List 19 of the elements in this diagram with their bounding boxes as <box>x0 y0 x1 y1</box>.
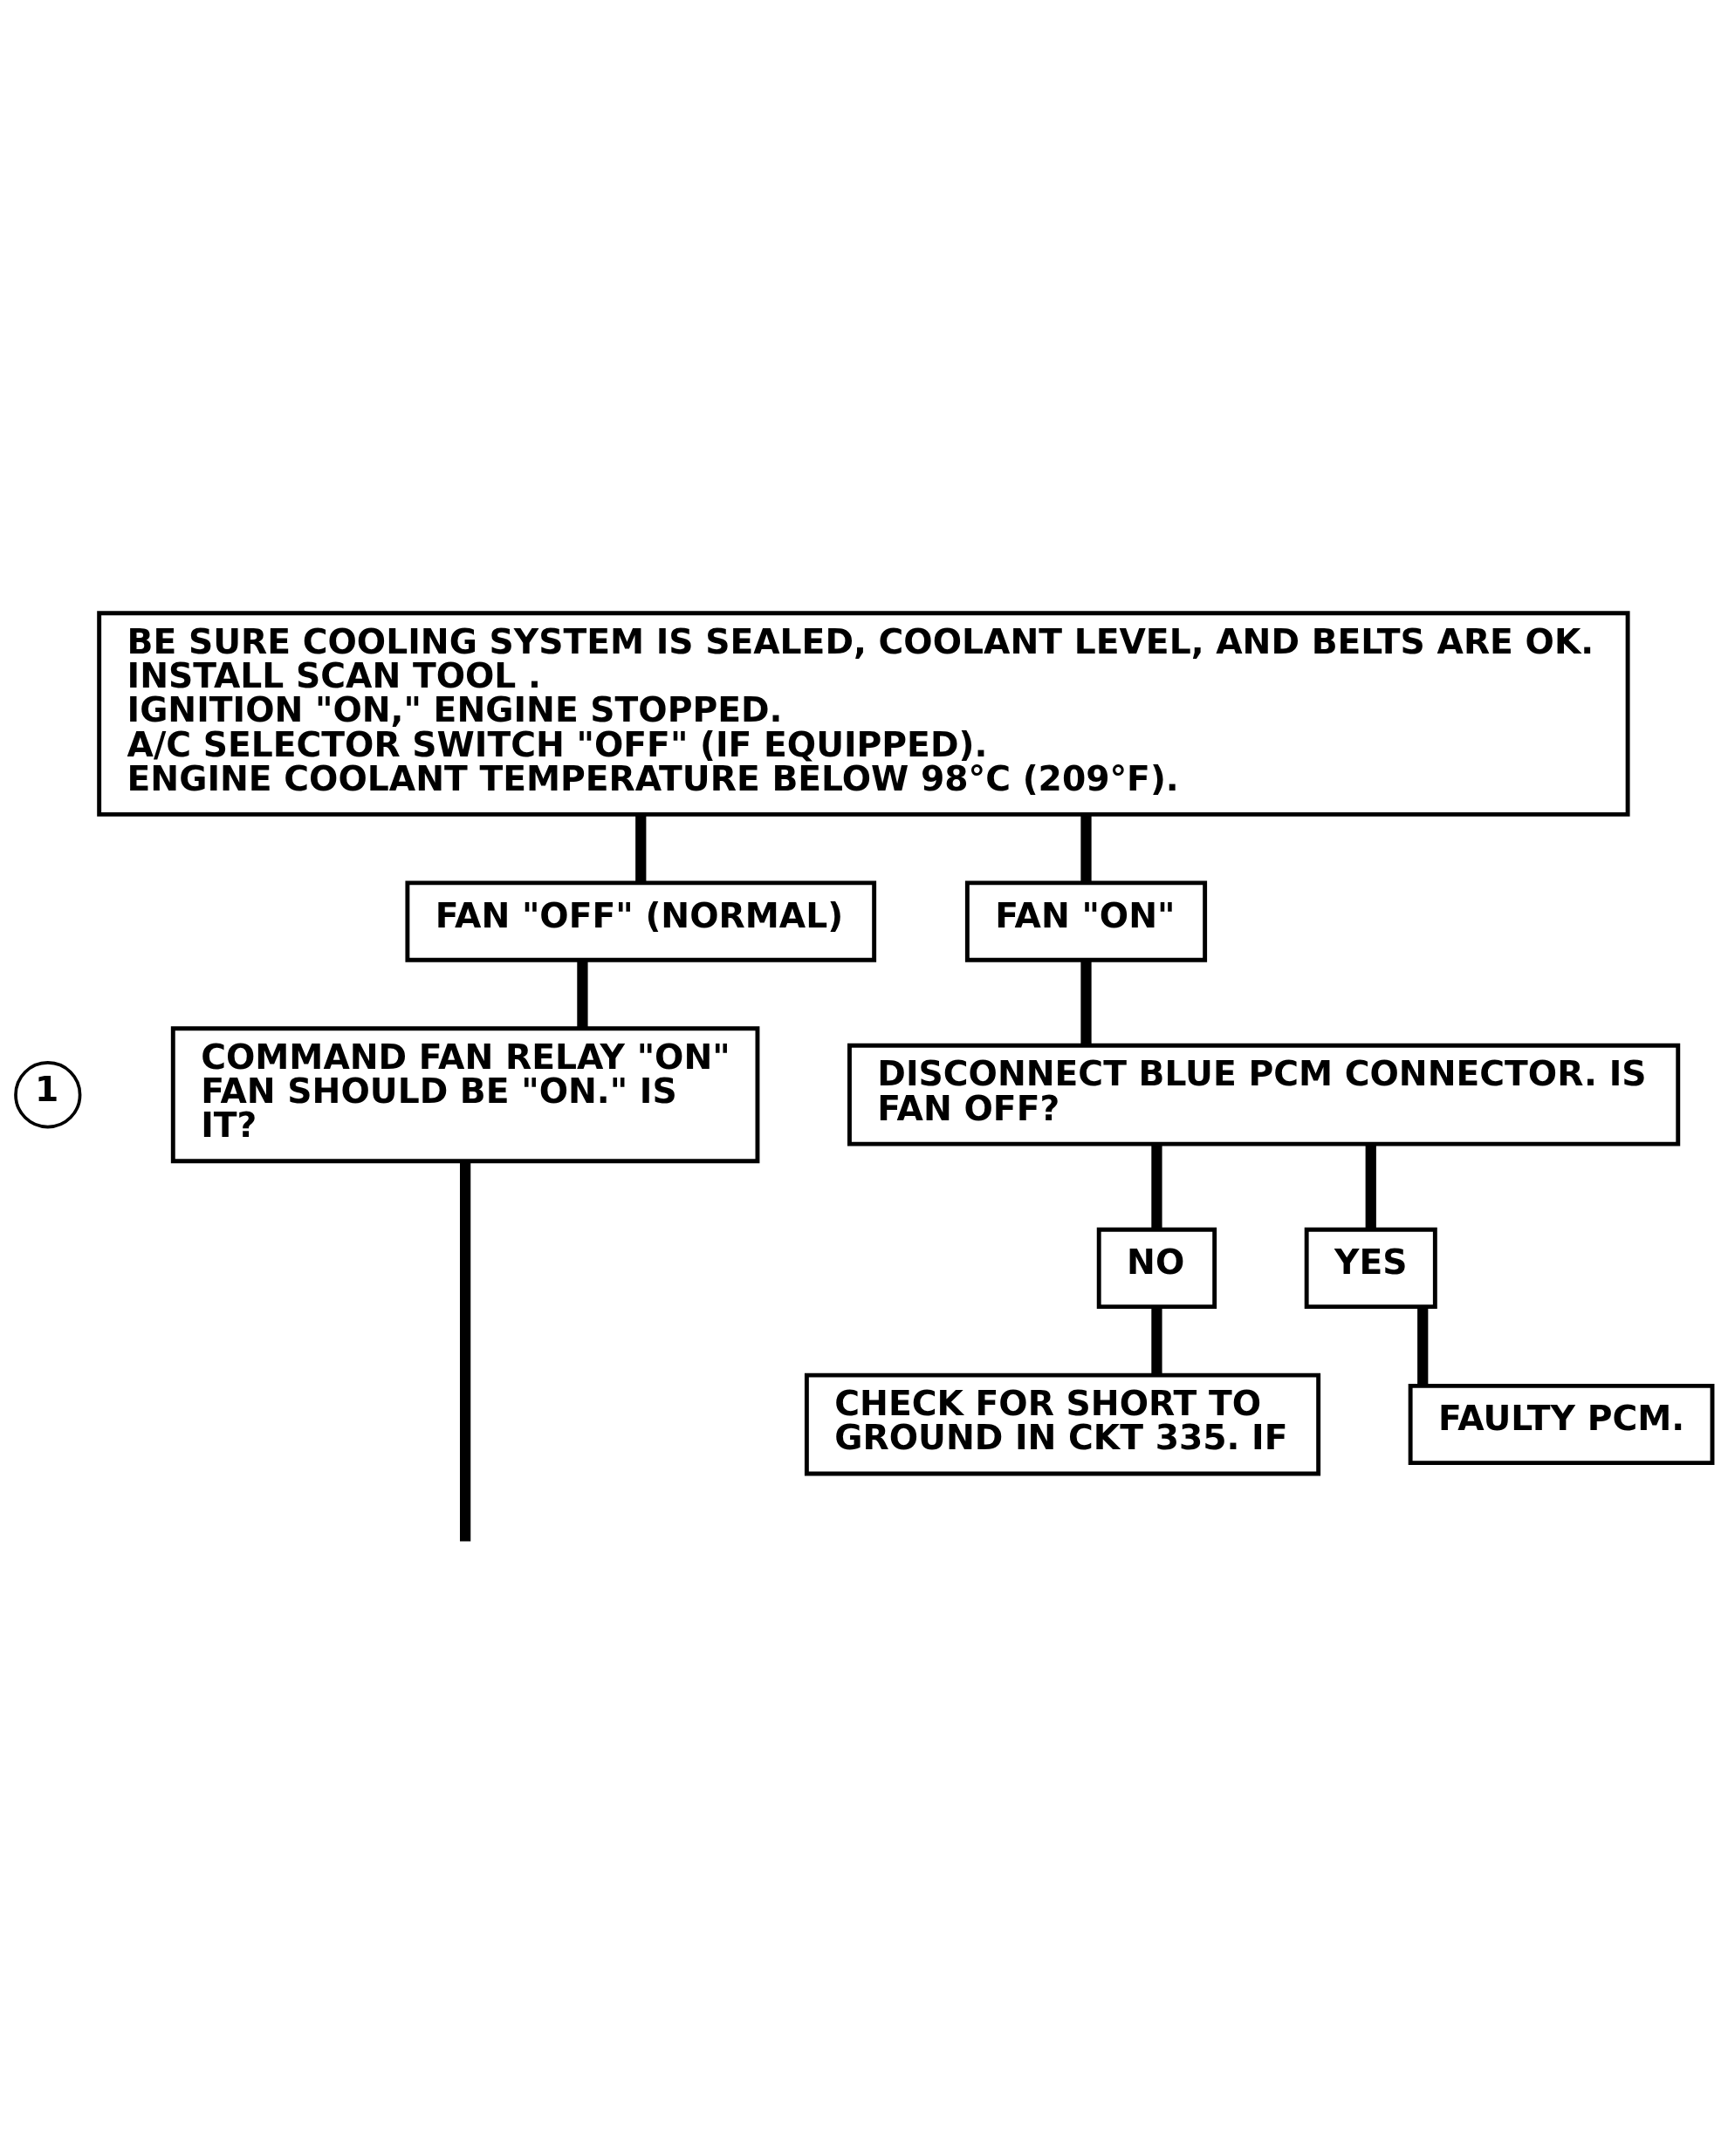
connector <box>577 960 588 1029</box>
node-label: 1 <box>35 1069 59 1109</box>
node-box: CHECK FOR SHORT TO GROUND IN CKT 335. IF <box>804 1372 1321 1475</box>
connector <box>1417 1306 1429 1386</box>
connector <box>1080 814 1092 882</box>
connector <box>1151 1306 1162 1375</box>
node-box: BE SURE COOLING SYSTEM IS SEALED, COOLANT LEVEL, AND BELTS ARE OK. INSTALL SCAN TOOL . IGNITION "ON," ENGINE STOPPED. A/C SELECTOR SWITCH "OFF" (IF EQUIPPED). ENGINE COOLANT TEMPERATURE BELOW 98°C (209°F). <box>97 610 1630 817</box>
node-box: NO <box>1096 1227 1217 1309</box>
connector <box>635 814 647 882</box>
node-box: COMMAND FAN RELAY "ON" FAN SHOULD BE "ON." IS IT? <box>170 1025 760 1163</box>
connector <box>1365 1144 1376 1229</box>
connector <box>460 1161 471 1541</box>
node-box: FAN "ON" <box>964 880 1208 962</box>
node-box: FAN "OFF" (NORMAL) <box>405 880 877 962</box>
node-box: FAULTY PCM. <box>1408 1383 1715 1465</box>
connector <box>1151 1144 1162 1229</box>
connector <box>1080 960 1092 1045</box>
node-box: YES <box>1304 1227 1437 1309</box>
node-box: DISCONNECT BLUE PCM CONNECTOR. IS FAN OFF? <box>847 1043 1681 1146</box>
